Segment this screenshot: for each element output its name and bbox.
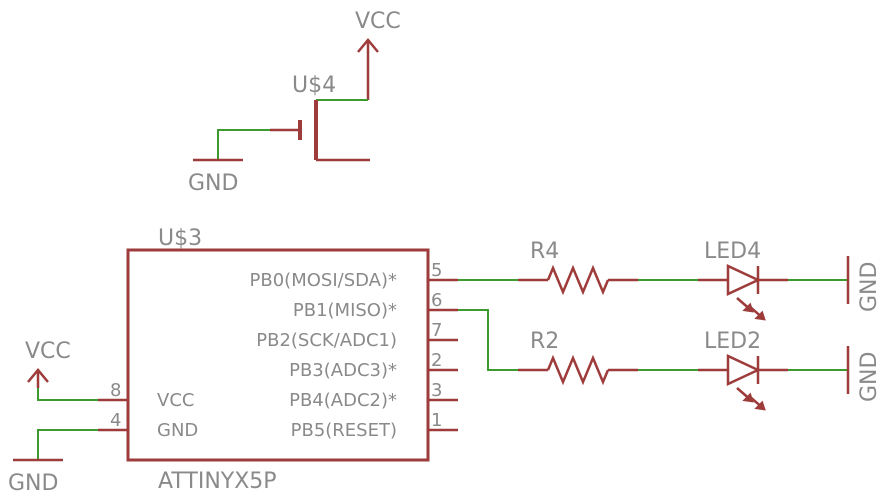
- r2-label: R2: [530, 329, 559, 354]
- r4-zigzag: [546, 264, 610, 296]
- pin-number-5: 5: [431, 260, 442, 281]
- vcc-left-arrow: [27, 368, 49, 383]
- pin-name-pb4: PB4(ADC2)*: [289, 390, 397, 411]
- led4-triangle: [726, 264, 761, 296]
- led2-ray-2-head: [754, 400, 766, 411]
- gnd-left-label: GND: [8, 471, 58, 496]
- switch-name-label: U$4: [292, 73, 336, 98]
- wire-gnd-left: [37, 429, 98, 460]
- pin-number-3: 3: [431, 380, 442, 401]
- pin-number-4: 4: [110, 410, 121, 431]
- chip-u3: U$3 ATTINYX5P PB0(MOSI/SDA)* PB1(MISO)* …: [98, 226, 458, 494]
- pin-name-pb3: PB3(ADC3)*: [289, 360, 397, 381]
- r2-zigzag: [546, 354, 610, 386]
- led4-ray-2-head: [754, 310, 766, 321]
- wire-pin6-r2: [458, 309, 518, 371]
- chip-value-label: ATTINYX5P: [158, 469, 277, 494]
- pin-name-pb5: PB5(RESET): [291, 420, 397, 441]
- wire-gate-gnd: [217, 129, 270, 160]
- gnd-led4-label: GND: [857, 262, 882, 312]
- gnd-led2-label: GND: [857, 352, 882, 402]
- pin-name-pb1: PB1(MISO)*: [293, 300, 397, 321]
- led2-ray-1-head: [742, 392, 754, 403]
- pin-number-6: 6: [431, 290, 442, 311]
- led4-label: LED4: [704, 239, 761, 264]
- wire-vcc-left: [37, 375, 98, 401]
- vcc-top-label: VCC: [355, 9, 401, 34]
- chip-body: [126, 248, 430, 462]
- pin-number-2: 2: [431, 350, 442, 371]
- pin-number-1: 1: [431, 410, 442, 431]
- pin-name-gnd: GND: [157, 420, 198, 441]
- pin-name-pb2: PB2(SCK/ADC1): [256, 330, 397, 351]
- chip-name-label: U$3: [158, 226, 202, 251]
- led4-branch: R4 LED4 GND: [458, 239, 882, 321]
- pin-number-8: 8: [110, 380, 121, 401]
- led4-ray-1-head: [742, 302, 754, 313]
- pin-number-7: 7: [431, 320, 442, 341]
- gnd-switch-label: GND: [188, 171, 238, 196]
- chip-power: VCC GND: [8, 339, 98, 496]
- led2-branch: R2 LED2 GND: [458, 309, 882, 411]
- r4-label: R4: [530, 239, 559, 264]
- pin-name-pb0: PB0(MOSI/SDA)*: [250, 270, 397, 291]
- switch-u4: GND VCC U$4: [188, 9, 401, 196]
- pin-name-vcc: VCC: [157, 390, 194, 411]
- vcc-top-arrow: [357, 38, 379, 53]
- vcc-left-label: VCC: [25, 339, 71, 364]
- led2-triangle: [726, 354, 761, 386]
- led2-label: LED2: [704, 329, 761, 354]
